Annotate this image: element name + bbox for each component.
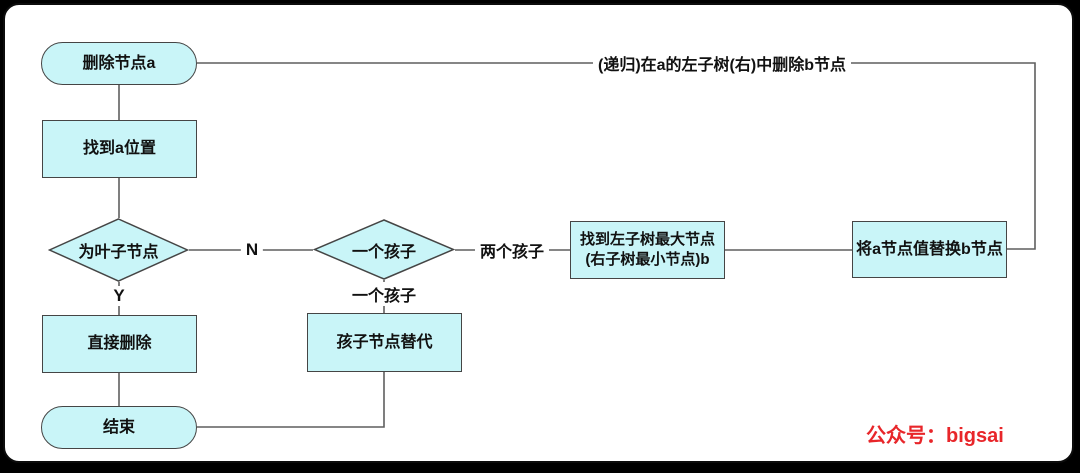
watermark-text: 公众号：bigsai	[866, 425, 1004, 447]
edge-label-one-child: 一个孩子	[346, 282, 422, 306]
node-find-max-label: 找到左子树最大节点 (右子树最小节点)b	[579, 230, 715, 268]
diamond-shape	[48, 218, 189, 282]
node-find-max: 找到左子树最大节点 (右子树最小节点)b	[570, 221, 725, 279]
node-start: 删除节点a	[41, 42, 197, 85]
node-one-child: 一个孩子	[313, 219, 455, 280]
node-find-position-label: 找到a位置	[83, 140, 156, 158]
edge-label-yes: Y	[108, 286, 130, 306]
node-direct-delete: 直接删除	[42, 315, 197, 373]
node-is-leaf-label: 为叶子节点	[78, 244, 159, 261]
node-direct-delete-label: 直接删除	[87, 335, 152, 353]
node-find-position: 找到a位置	[42, 120, 197, 178]
node-is-leaf: 为叶子节点	[48, 218, 189, 282]
node-child-replace-label: 孩子节点替代	[336, 333, 433, 351]
edge-label-two-children: 两个孩子	[474, 238, 550, 262]
node-one-child-label: 一个孩子	[351, 243, 416, 261]
edge-childreplace-to-end	[197, 372, 385, 428]
node-end-label: 结束	[102, 418, 135, 436]
diamond-shape	[313, 219, 455, 280]
node-child-replace: 孩子节点替代	[307, 313, 462, 372]
node-replace-value-label: 将a节点值替换b节点	[856, 240, 1003, 258]
edge-label-no: N	[240, 240, 264, 260]
node-start-label: 删除节点a	[82, 54, 156, 72]
node-replace-value: 将a节点值替换b节点	[852, 221, 1007, 278]
edge-label-recursive: (递归)在a的左子树(右)中删除b节点	[593, 51, 851, 75]
node-end: 结束	[41, 406, 197, 449]
